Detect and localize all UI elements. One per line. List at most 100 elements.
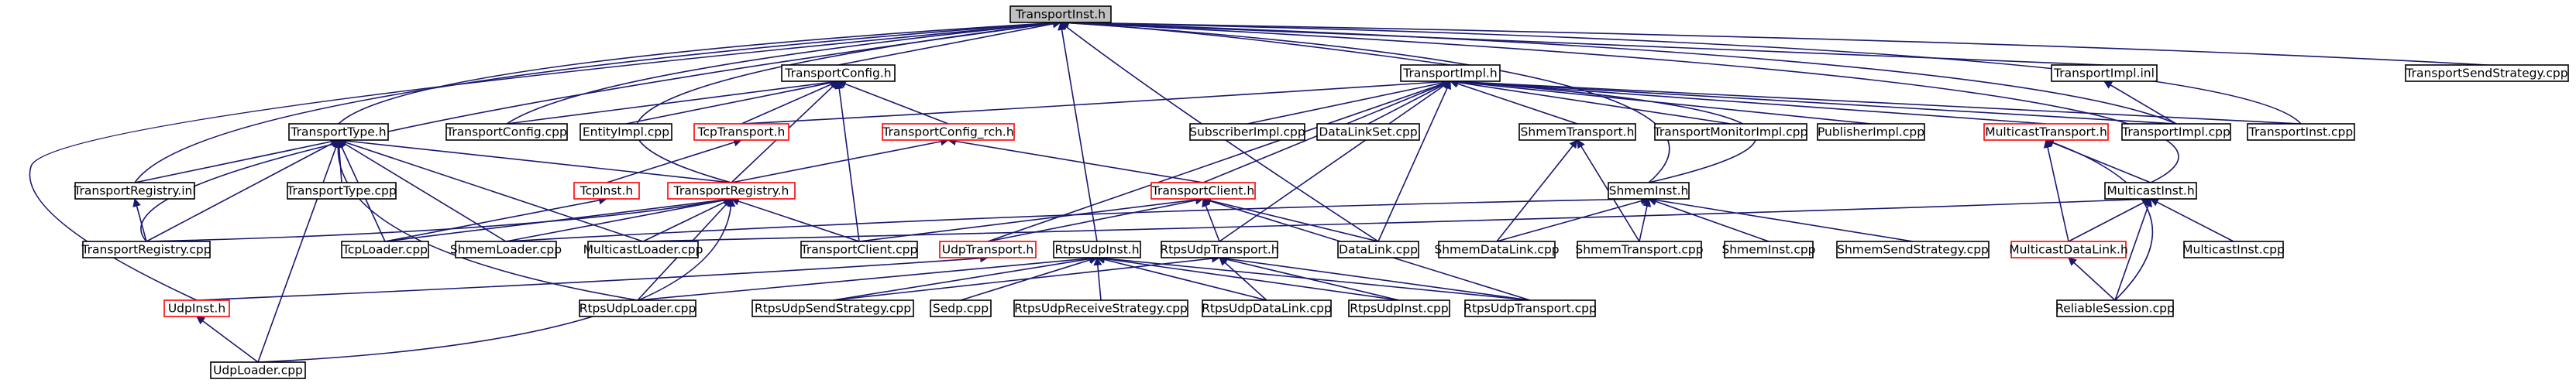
node-transport-registry-h[interactable]: TransportRegistry.h	[667, 182, 796, 200]
node-multicast-transport-h[interactable]: MulticastTransport.h	[1983, 123, 2109, 141]
node-multicast-inst-cpp[interactable]: MulticastInst.cpp	[2182, 241, 2285, 258]
node-rtps-udp-data-link-cpp[interactable]: RtpsUdpDataLink.cpp	[1202, 299, 1332, 317]
node-transport-impl-cpp[interactable]: TransportImpl.cpp	[2121, 123, 2231, 141]
include-edge	[337, 136, 732, 183]
node-transport-registry-cpp[interactable]: TransportRegistry.cpp	[81, 241, 212, 258]
node-shmem-loader-cpp[interactable]: ShmemLoader.cpp	[450, 241, 562, 258]
node-transport-inst-h[interactable]: TransportInst.h	[1009, 5, 1112, 23]
node-transport-inst-cpp[interactable]: TransportInst.cpp	[2247, 123, 2355, 141]
node-shmem-transport-cpp[interactable]: ShmemTransport.cpp	[1575, 241, 1704, 258]
node-shmem-transport-h[interactable]: ShmemTransport.h	[1518, 123, 1636, 141]
node-multicast-inst-h[interactable]: MulticastInst.h	[2104, 182, 2197, 200]
node-label: TransportInst.h	[1015, 8, 1106, 22]
node-label: ShmemTransport.cpp	[1575, 243, 1703, 257]
node-transport-type-h[interactable]: TransportType.h	[288, 123, 389, 141]
node-rtps-udp-transport-h[interactable]: RtpsUdpTransport.h	[1160, 241, 1279, 258]
node-box	[1189, 123, 1305, 141]
include-edge	[1202, 197, 1220, 242]
node-publisher-impl-cpp[interactable]: PublisherImpl.cpp	[1817, 123, 1925, 141]
node-label: SubscriberImpl.cpp	[1189, 125, 1305, 139]
node-multicast-loader-cpp[interactable]: MulticastLoader.cpp	[583, 241, 703, 258]
node-box	[210, 361, 306, 379]
node-transport-client-h[interactable]: TransportClient.h	[1150, 182, 1256, 200]
node-rtps-udp-inst-h[interactable]: RtpsUdpInst.h	[1053, 241, 1141, 258]
include-edge	[1060, 22, 1379, 242]
node-rtps-udp-receive-strategy-cpp[interactable]: RtpsUdpReceiveStrategy.cpp	[1013, 299, 1188, 317]
node-shmem-send-strategy-cpp[interactable]: ShmemSendStrategy.cpp	[1836, 241, 1990, 258]
node-udp-inst-h[interactable]: UdpInst.h	[163, 299, 230, 317]
node-data-link-cpp[interactable]: DataLink.cpp	[1337, 241, 1419, 258]
node-box	[939, 241, 1037, 258]
node-tcp-loader-cpp[interactable]: TcpLoader.cpp	[341, 241, 429, 258]
node-data-link-set-cpp[interactable]: DataLinkSet.cpp	[1316, 123, 1420, 141]
node-box	[781, 64, 896, 82]
node-label: ReliableSession.cpp	[2055, 302, 2175, 316]
node-label: TransportImpl.cpp	[2121, 125, 2230, 139]
node-transport-impl-inl[interactable]: TransportImpl.inl	[2051, 64, 2158, 82]
node-rtps-udp-inst-cpp[interactable]: RtpsUdpInst.cpp	[1348, 299, 1450, 317]
node-label: MulticastDataLink.h	[2009, 243, 2128, 257]
node-subscriber-impl-cpp[interactable]: SubscriberImpl.cpp	[1189, 123, 1305, 141]
node-udp-loader-cpp[interactable]: UdpLoader.cpp	[210, 361, 306, 379]
node-transport-monitor-impl-cpp[interactable]: TransportMonitorImpl.cpp	[1653, 123, 1808, 141]
node-sedp-cpp[interactable]: Sedp.cpp	[930, 299, 992, 317]
node-label: TransportConfig.cpp	[445, 125, 567, 139]
node-label: RtpsUdpInst.cpp	[1350, 302, 1448, 316]
include-edge	[741, 77, 1452, 125]
include-edge	[1247, 78, 1452, 125]
node-transport-send-strategy-cpp[interactable]: TransportSendStrategy.cpp	[2405, 64, 2569, 82]
node-multicast-data-link-h[interactable]: MulticastDataLink.h	[2009, 241, 2128, 258]
node-box	[882, 123, 1015, 141]
node-box	[1161, 241, 1278, 258]
include-edge	[1367, 80, 1451, 125]
node-label: Sedp.cpp	[933, 302, 989, 316]
node-label: DataLinkSet.cpp	[1319, 125, 1417, 139]
node-transport-config-h[interactable]: TransportConfig.h	[781, 64, 896, 82]
node-shmem-inst-h[interactable]: ShmemInst.h	[1608, 182, 1690, 200]
node-box	[1464, 299, 1596, 317]
node-box	[455, 241, 557, 258]
node-label: RtpsUdpTransport.h	[1160, 243, 1278, 257]
node-label: ShmemTransport.h	[1521, 125, 1635, 139]
include-edge	[505, 196, 733, 242]
include-edge	[2045, 139, 2154, 301]
node-label: TransportSendStrategy.cpp	[2405, 67, 2567, 80]
include-edge	[1059, 18, 2488, 66]
node-rtps-udp-loader-cpp[interactable]: RtpsUdpLoader.cpp	[579, 299, 696, 317]
include-edge	[1449, 77, 2047, 125]
node-transport-config-cpp[interactable]: TransportConfig.cpp	[445, 123, 568, 141]
node-label: MulticastInst.cpp	[2182, 243, 2285, 257]
include-edge	[1377, 80, 1451, 242]
node-box	[1836, 241, 1990, 258]
node-reliable-session-cpp[interactable]: ReliableSession.cpp	[2055, 299, 2175, 317]
graph-nodes: TransportInst.h TransportImpl.h Transpor…	[73, 5, 2569, 379]
node-tcp-transport-h[interactable]: TcpTransport.h	[693, 123, 789, 141]
node-label: TransportRegistry.cpp	[81, 243, 211, 257]
include-edge	[134, 19, 1062, 183]
include-edge	[1449, 77, 2302, 125]
node-box	[163, 299, 230, 317]
node-box	[751, 299, 914, 317]
node-transport-type-cpp[interactable]: TransportType.cpp	[286, 182, 397, 200]
node-transport-registry-inl[interactable]: TransportRegistry.inl	[73, 182, 196, 200]
node-udp-transport-h[interactable]: UdpTransport.h	[939, 241, 1037, 258]
node-transport-client-cpp[interactable]: TransportClient.cpp	[800, 241, 918, 258]
node-box	[1608, 182, 1690, 200]
include-edge	[506, 77, 840, 125]
include-edge	[635, 19, 1062, 183]
node-shmem-inst-cpp[interactable]: ShmemInst.cpp	[1721, 241, 1816, 258]
include-edge	[1449, 77, 2177, 125]
node-entity-impl-cpp[interactable]: EntityImpl.cpp	[580, 123, 672, 141]
include-edge	[1202, 196, 1379, 242]
node-box	[1577, 241, 1702, 258]
include-edge	[506, 19, 1062, 125]
node-transport-impl-h[interactable]: TransportImpl.h	[1400, 64, 1501, 82]
node-tcp-inst-h[interactable]: TcpInst.h	[573, 182, 640, 200]
node-transport-config-rch-h[interactable]: TransportConfig_rch.h	[882, 123, 1015, 141]
include-edge	[2103, 80, 2177, 125]
node-box	[2056, 299, 2174, 317]
node-rtps-udp-send-strategy-cpp[interactable]: RtpsUdpSendStrategy.cpp	[751, 299, 914, 317]
node-shmem-data-link-cpp[interactable]: ShmemDataLink.cpp	[1434, 241, 1560, 258]
node-rtps-udp-transport-cpp[interactable]: RtpsUdpTransport.cpp	[1463, 299, 1597, 317]
include-edge	[1093, 256, 1102, 301]
